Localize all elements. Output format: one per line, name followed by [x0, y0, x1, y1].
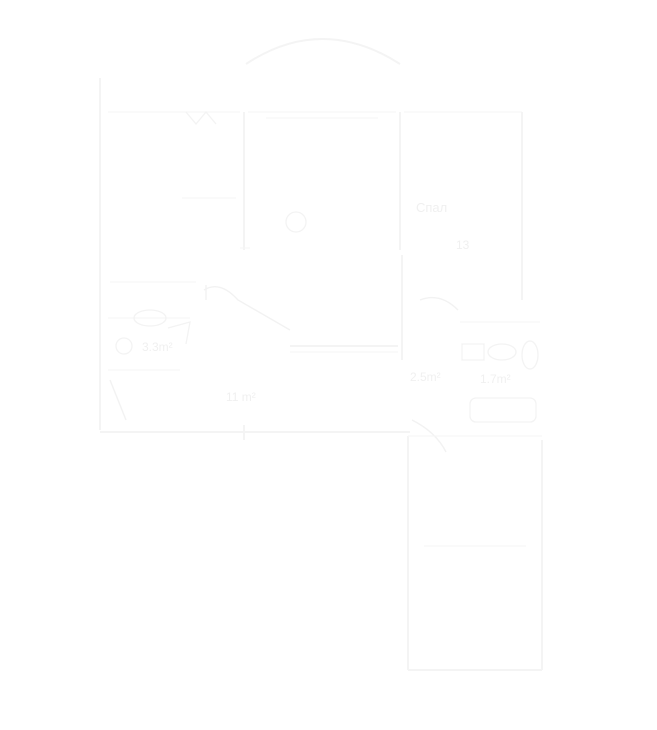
- wc-basin: [115, 337, 133, 355]
- bedroom-area: 13: [456, 238, 470, 252]
- door-right-2: [411, 419, 447, 453]
- door-hall: [109, 379, 127, 421]
- window-mark: [185, 110, 217, 126]
- bathtub-fixture: [469, 397, 537, 423]
- door-right: [419, 296, 459, 311]
- toilet-area: 1.7m²: [480, 372, 511, 386]
- bedroom-label: Спал: [416, 200, 448, 215]
- bath-area: 2.5m²: [410, 370, 441, 384]
- bay-window-arc: [245, 38, 401, 65]
- door-left: [203, 286, 291, 331]
- sink-fixture: [461, 343, 485, 361]
- toilet-fixture: [521, 340, 539, 370]
- ceiling-light-icon: [285, 211, 307, 233]
- wc-toilet: [133, 309, 167, 327]
- wc-area: 3.3m²: [142, 340, 173, 354]
- wc-fixture-line: [167, 321, 191, 345]
- basin-fixture: [487, 343, 517, 361]
- hall-area: 11 m²: [226, 390, 256, 404]
